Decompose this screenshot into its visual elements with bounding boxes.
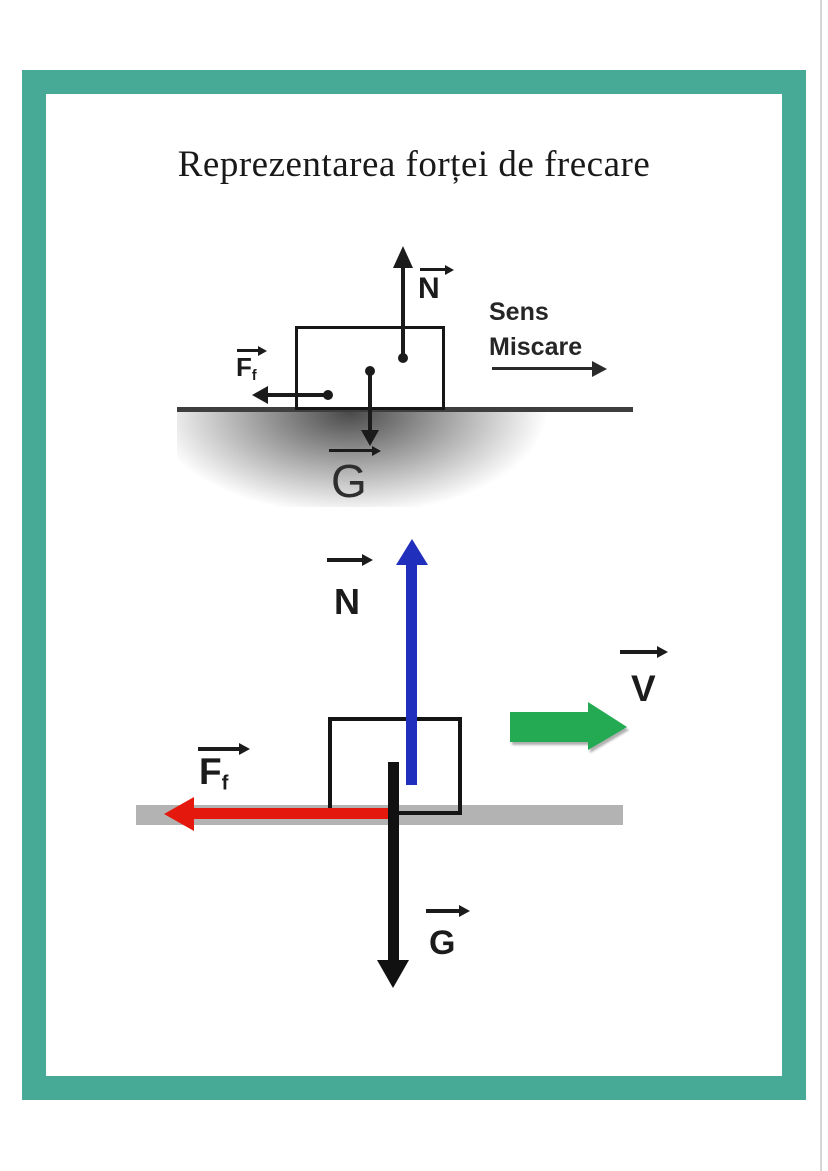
vector-arrow-icon (327, 558, 363, 562)
ground-shadow (177, 412, 633, 507)
weight-force-label: G (331, 455, 367, 507)
velocity-arrow (510, 702, 627, 750)
normal-force-label: N (334, 581, 360, 622)
teal-frame (22, 70, 806, 1100)
page-edge-line (820, 0, 822, 1171)
friction-force-label: Ff (236, 352, 257, 384)
motion-direction-label: Sens Miscare (489, 298, 583, 361)
vector-arrow-icon (329, 449, 373, 452)
vector-arrow-icon (198, 747, 240, 751)
figure-title: Reprezentarea forței de frecare (177, 144, 651, 185)
vector-arrow-icon (237, 349, 259, 352)
velocity-label: V (631, 668, 656, 709)
vector-arrow-icon (426, 909, 460, 913)
normal-force-label: N (418, 272, 440, 305)
vector-arrow-icon (620, 650, 658, 654)
friction-force-label: Ff (199, 751, 229, 795)
weight-force-label: G (429, 924, 456, 962)
vector-arrow-icon (420, 268, 446, 271)
